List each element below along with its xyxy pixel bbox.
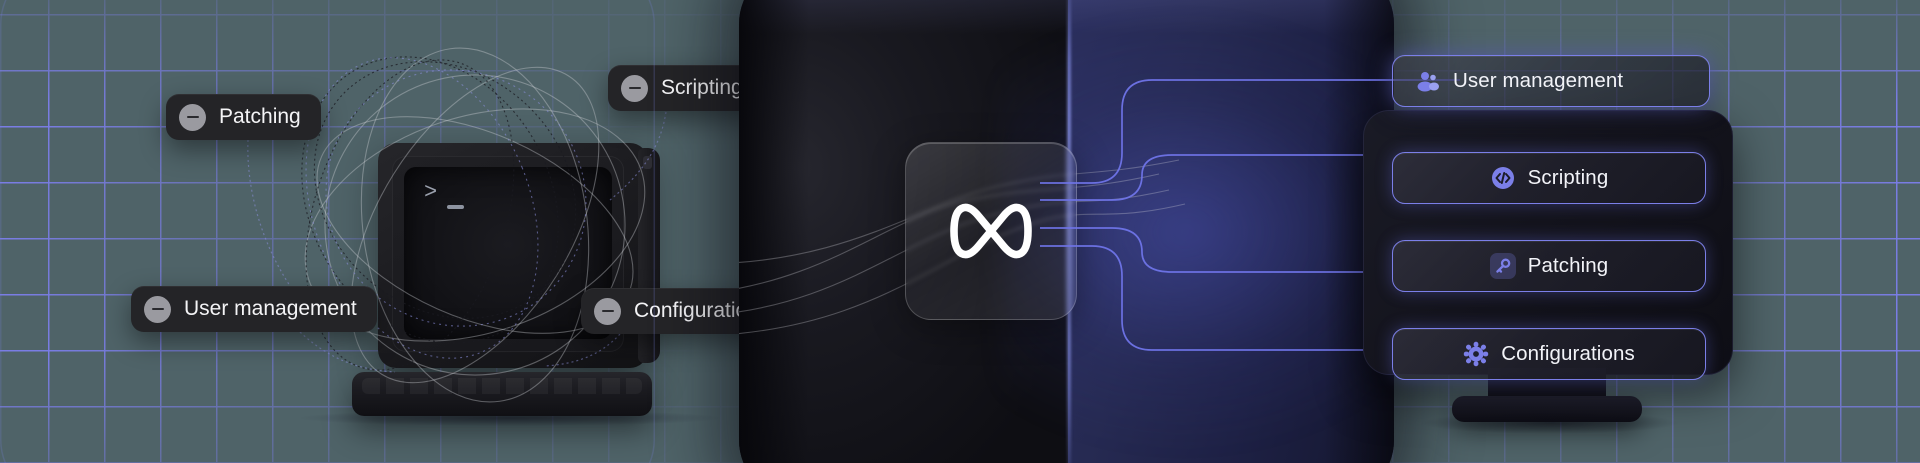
card-user-management[interactable]: User management [1392, 55, 1710, 107]
card-scripting[interactable]: Scripting [1392, 152, 1706, 204]
minus-circle-icon [179, 103, 206, 131]
core-top-highlight [739, 0, 1394, 34]
chip-user-management[interactable]: User management [131, 286, 377, 332]
card-configurations[interactable]: Configurations [1392, 328, 1706, 380]
chip-label: Patching [219, 105, 301, 128]
chip-patching[interactable]: Patching [166, 94, 321, 140]
crt-key-row [362, 378, 642, 394]
minus-circle-icon [144, 295, 171, 323]
card-label: Scripting [1527, 166, 1609, 189]
terminal-prompt-icon: > [424, 180, 438, 205]
right-monitor-shadow [1420, 412, 1680, 434]
minus-circle-icon [621, 74, 648, 102]
crt-keyboard-base [352, 372, 652, 416]
code-icon [1490, 165, 1516, 191]
logo-glass-card [905, 142, 1077, 320]
minus-circle-icon [594, 297, 621, 325]
card-label: Patching [1527, 254, 1609, 277]
ninja-infinity-logo [950, 203, 1032, 259]
chip-label: User management [184, 297, 357, 320]
chip-label: Configurations [634, 299, 770, 322]
users-icon [1415, 68, 1441, 94]
chip-scripting[interactable]: Scripting [608, 65, 763, 111]
card-label: User management [1453, 69, 1624, 92]
chip-label: Scripting [661, 76, 743, 99]
card-patching[interactable]: Patching [1392, 240, 1706, 292]
crt-power-led [643, 156, 652, 169]
terminal-cursor-icon [447, 205, 464, 209]
key-icon [1489, 253, 1516, 279]
card-label: Configurations [1501, 342, 1635, 365]
gear-icon [1463, 341, 1489, 367]
core-left-shade [739, 0, 809, 463]
